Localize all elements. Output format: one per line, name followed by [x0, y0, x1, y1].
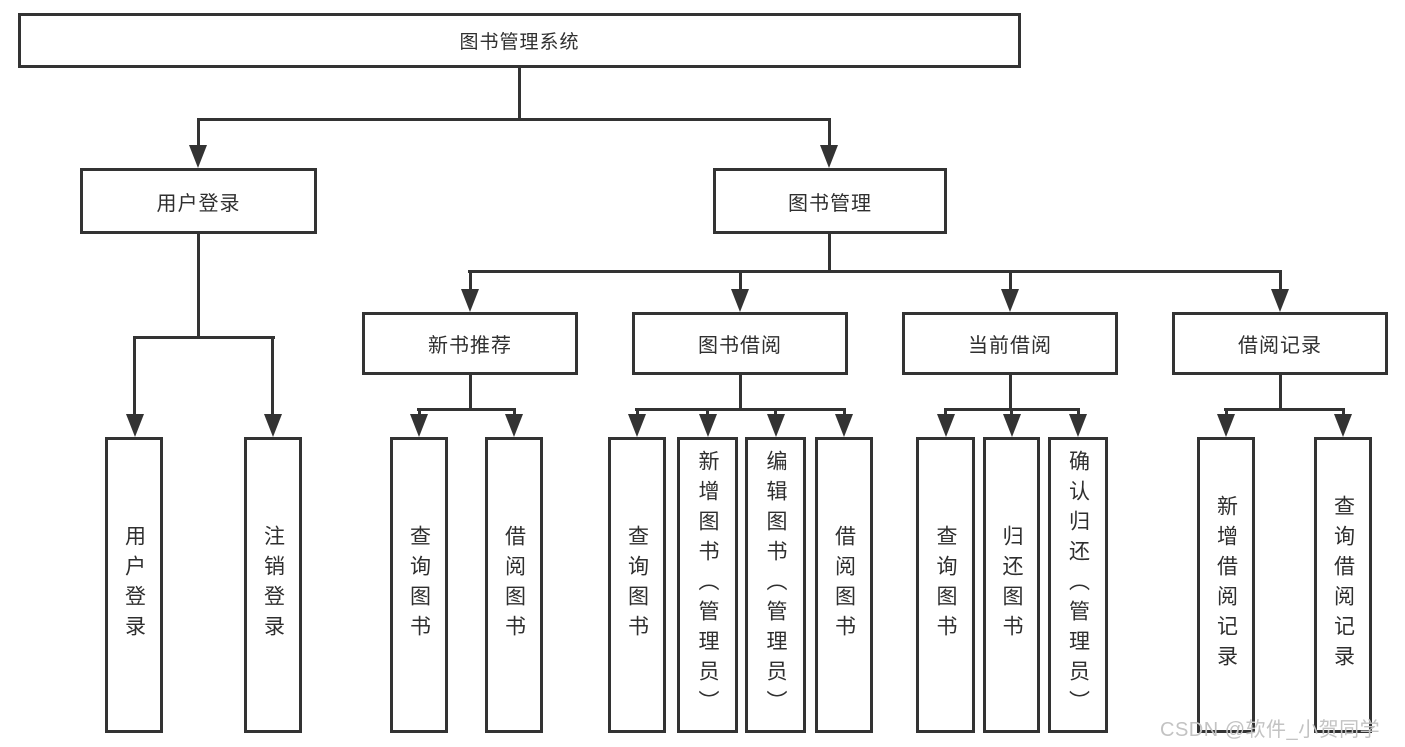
connector-line	[417, 408, 516, 411]
leaf-label: 新增借阅记录	[1214, 495, 1238, 675]
connector-line	[271, 336, 274, 414]
leaf-query-books: 查询图书	[608, 437, 666, 733]
connector-line	[1077, 408, 1080, 414]
connector-line	[706, 408, 709, 414]
leaf-label: 新增图书（管理员）	[696, 450, 719, 720]
leaf-query-books: 查询图书	[916, 437, 975, 733]
leaf-label: 查询借阅记录	[1331, 495, 1355, 675]
arrow-down-icon	[461, 289, 479, 312]
connector-line	[843, 408, 846, 414]
node-book-management: 图书管理	[713, 168, 947, 234]
arrow-down-icon	[410, 414, 428, 437]
connector-line	[828, 118, 831, 145]
node-label: 借阅记录	[1238, 335, 1322, 357]
leaf-add-borrow-record: 新增借阅记录	[1197, 437, 1255, 733]
connector-line	[739, 375, 742, 408]
node-label: 图书管理	[788, 192, 872, 215]
arrow-down-icon	[1001, 289, 1019, 312]
arrow-down-icon	[820, 145, 838, 168]
connector-line	[1009, 270, 1012, 289]
node-book-borrow: 图书借阅	[632, 312, 848, 375]
node-label: 图书管理系统	[459, 32, 580, 53]
leaf-user-login: 用户登录	[105, 437, 163, 733]
leaf-label: 查询图书	[407, 525, 431, 645]
leaf-label: 用户登录	[122, 525, 146, 645]
connector-line	[197, 234, 200, 336]
connector-line	[1342, 408, 1345, 414]
connector-line	[944, 408, 947, 414]
arrow-down-icon	[731, 289, 749, 312]
connector-line	[468, 270, 1282, 273]
connector-line	[469, 375, 472, 408]
leaf-label: 查询图书	[934, 525, 957, 645]
node-user-login: 用户登录	[80, 168, 317, 234]
leaf-label: 注销登录	[261, 525, 285, 645]
leaf-query-borrow-record: 查询借阅记录	[1314, 437, 1372, 733]
leaf-borrow-books: 借阅图书	[815, 437, 873, 733]
connector-line	[1009, 375, 1012, 408]
arrow-down-icon	[628, 414, 646, 437]
node-new-book-recommend: 新书推荐	[362, 312, 578, 375]
arrow-down-icon	[767, 414, 785, 437]
arrow-down-icon	[835, 414, 853, 437]
node-borrow-records: 借阅记录	[1172, 312, 1388, 375]
leaf-label: 归还图书	[1000, 525, 1023, 645]
arrow-down-icon	[1271, 289, 1289, 312]
leaf-borrow-books: 借阅图书	[485, 437, 543, 733]
leaf-label: 确认归还（管理员）	[1066, 450, 1090, 720]
arrow-down-icon	[1003, 414, 1021, 437]
arrow-down-icon	[505, 414, 523, 437]
connector-line	[774, 408, 777, 414]
connector-line	[1010, 408, 1013, 414]
leaf-logout: 注销登录	[244, 437, 302, 733]
connector-line	[1225, 408, 1228, 414]
node-current-borrow: 当前借阅	[902, 312, 1118, 375]
leaf-return-books: 归还图书	[983, 437, 1040, 733]
leaf-label: 查询图书	[625, 525, 649, 645]
leaf-query-books: 查询图书	[390, 437, 448, 733]
node-label: 用户登录	[156, 192, 241, 215]
arrow-down-icon	[264, 414, 282, 437]
connector-line	[197, 118, 831, 121]
node-system-root: 图书管理系统	[18, 13, 1021, 68]
node-label: 图书借阅	[698, 335, 782, 357]
connector-line	[636, 408, 639, 414]
arrow-down-icon	[126, 414, 144, 437]
arrow-down-icon	[699, 414, 717, 437]
leaf-label: 借阅图书	[502, 525, 526, 645]
connector-line	[635, 408, 846, 411]
connector-line	[197, 118, 200, 145]
leaf-edit-books-admin: 编辑图书（管理员）	[745, 437, 806, 733]
arrow-down-icon	[1334, 414, 1352, 437]
leaf-add-books-admin: 新增图书（管理员）	[677, 437, 738, 733]
arrow-down-icon	[937, 414, 955, 437]
connector-line	[133, 336, 136, 414]
leaf-confirm-return-admin: 确认归还（管理员）	[1048, 437, 1108, 733]
leaf-label: 编辑图书（管理员）	[764, 450, 787, 720]
connector-line	[1279, 270, 1282, 289]
connector-line	[739, 270, 742, 289]
connector-line	[1224, 408, 1345, 411]
csdn-watermark: CSDN @软件_小贺同学	[1160, 719, 1381, 741]
arrow-down-icon	[189, 145, 207, 168]
leaf-label: 借阅图书	[832, 525, 856, 645]
connector-line	[469, 270, 472, 289]
connector-line	[513, 408, 516, 414]
connector-line	[518, 68, 521, 118]
connector-line	[133, 336, 275, 339]
node-label: 当前借阅	[968, 335, 1052, 357]
node-label: 新书推荐	[428, 335, 512, 357]
arrow-down-icon	[1217, 414, 1235, 437]
connector-line	[1279, 375, 1282, 408]
arrow-down-icon	[1069, 414, 1087, 437]
connector-line	[828, 234, 831, 270]
connector-line	[418, 408, 421, 414]
